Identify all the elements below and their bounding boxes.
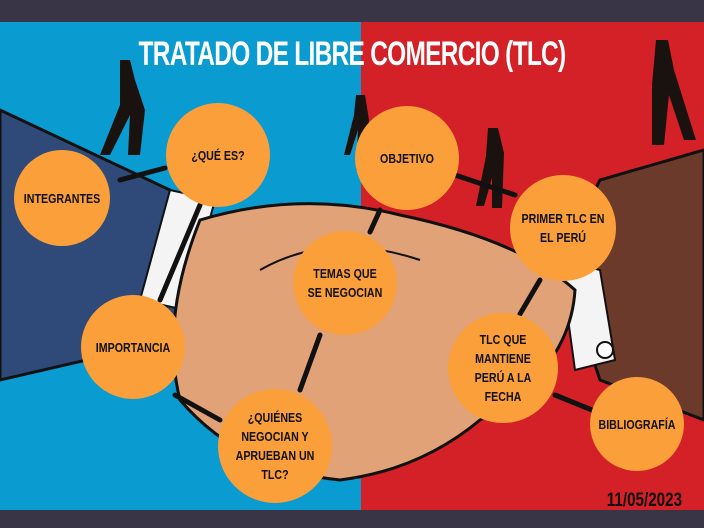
node-label: TLC QUE MANTIENE PERÚ A LA FECHA [474, 332, 532, 404]
node-integrantes[interactable]: INTEGRANTES [14, 150, 110, 246]
node-bibliografia[interactable]: BIBLIOGRAFÍA [590, 377, 684, 471]
node-importancia[interactable]: IMPORTANCIA [81, 295, 185, 399]
node-label: ¿QUÉ ES? [191, 147, 245, 163]
node-tlc-vigentes[interactable]: TLC QUE MANTIENE PERÚ A LA FECHA [448, 313, 558, 423]
node-label: BIBLIOGRAFÍA [598, 416, 676, 432]
page-title: TRATADO DE LIBRE COMERCIO (TLC) [138, 35, 567, 73]
node-label: TEMAS QUE SE NEGOCIAN [307, 266, 383, 300]
node-temas[interactable]: TEMAS QUE SE NEGOCIAN [293, 231, 397, 335]
node-primer-tlc[interactable]: PRIMER TLC EN EL PERÚ [510, 175, 616, 281]
node-objetivo[interactable]: OBJETIVO [355, 106, 459, 210]
node-que-es[interactable]: ¿QUÉ ES? [166, 103, 270, 207]
node-label: OBJETIVO [380, 150, 434, 166]
node-label: PRIMER TLC EN EL PERÚ [521, 211, 605, 245]
node-label: INTEGRANTES [23, 190, 101, 206]
top-bar [0, 0, 704, 22]
bottom-bar [0, 510, 704, 528]
node-label: ¿QUIÉNES NEGOCIAN Y APRUEBAN UN TLC? [235, 410, 315, 482]
node-label: IMPORTANCIA [95, 339, 171, 355]
node-quienes[interactable]: ¿QUIÉNES NEGOCIAN Y APRUEBAN UN TLC? [218, 389, 332, 503]
connector-lines [117, 165, 595, 423]
date-label: 11/05/2023 [606, 490, 682, 510]
